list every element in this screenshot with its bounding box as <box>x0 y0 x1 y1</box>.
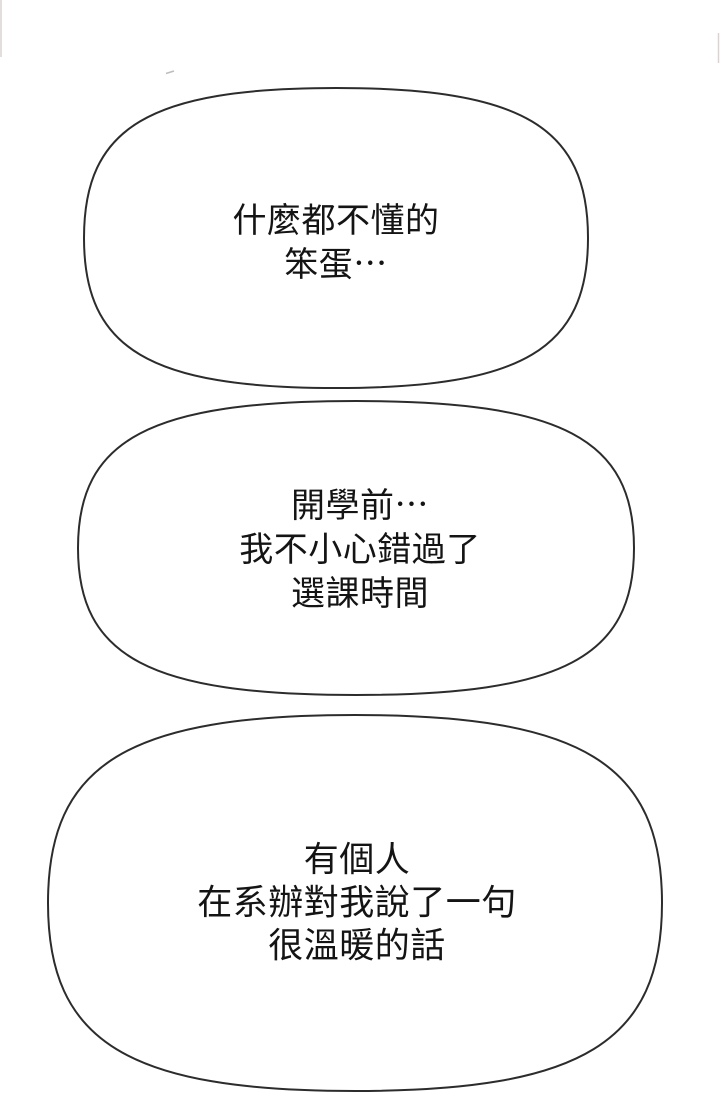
bubble-text-line: 我不小心錯過了 <box>239 531 481 569</box>
speech-bubble-1: 什麼都不懂的 笨蛋⋯ <box>233 199 440 287</box>
speech-bubble-3: 有個人 在系辦對我說了一句 很溫暖的話 <box>197 839 517 968</box>
bubble-text-line: 在系辦對我說了一句 <box>197 883 517 923</box>
bubble-text-line: 笨蛋⋯ <box>284 246 388 284</box>
bubble-text-line: 什麼都不懂的 <box>232 202 440 240</box>
bubble-text-line: 選課時間 <box>291 575 429 613</box>
stray-mark <box>165 70 175 75</box>
speech-bubble-3-outline <box>46 713 664 1093</box>
bubble-text-line: 有個人 <box>303 840 411 880</box>
speech-bubble-2-outline <box>76 399 636 697</box>
bubble-text-line: 開學前⋯ <box>291 487 429 525</box>
bubble-text-line: 很溫暖的話 <box>268 926 446 966</box>
speech-bubble-1-outline <box>82 86 590 390</box>
speech-bubble-2: 開學前⋯ 我不小心錯過了 選課時間 <box>239 484 481 616</box>
